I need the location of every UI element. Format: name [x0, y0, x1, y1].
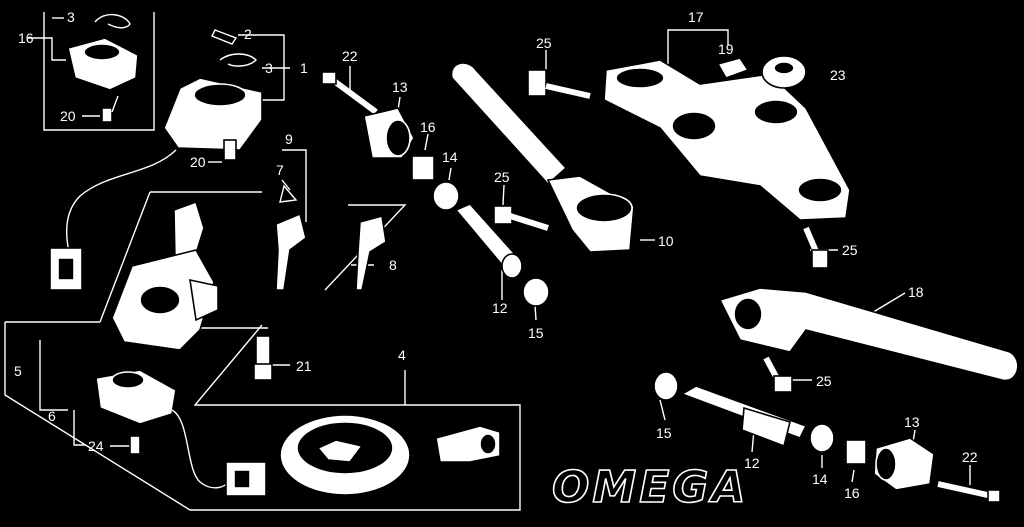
washer-19-part: [716, 57, 750, 79]
shaft-12b-part: [680, 385, 808, 448]
bolt-22-part: [321, 71, 378, 115]
callout-15b: 15: [656, 425, 672, 441]
callout-20b: 20: [190, 154, 206, 170]
callout-1: 1: [300, 60, 308, 76]
nut-15b-part: [653, 371, 679, 401]
nut-14b-part: [809, 423, 835, 453]
callout-24: 24: [88, 438, 104, 454]
callout-14a: 14: [442, 149, 458, 165]
plate-part: [211, 29, 257, 67]
screw-20b-part: [223, 139, 237, 161]
callout-15a: 15: [528, 325, 544, 341]
group-box-7: [43, 12, 155, 131]
callout-20a: 20: [60, 108, 76, 124]
screw-24-part: [129, 435, 141, 455]
nut-14-part: [432, 181, 460, 211]
callout-8: 7: [276, 162, 284, 178]
nut-23-part: [761, 55, 807, 89]
callout-11: 10: [658, 233, 674, 249]
screw-21-part: [253, 335, 273, 381]
collar-16b-part: [845, 439, 867, 465]
fuel-cap-part: [279, 414, 411, 496]
group-box-ignition: [4, 191, 521, 511]
callout-12b: 12: [744, 455, 760, 471]
brand-logo: OMEGA: [552, 462, 748, 513]
callout-19: 19: [718, 41, 734, 57]
collar-16-part: [411, 155, 435, 181]
ignition-switch-part: [49, 77, 263, 291]
callout-10: 9: [285, 131, 293, 147]
callout-2: 2: [244, 26, 252, 42]
callout-3a: 3: [67, 9, 75, 25]
top-triple-clamp-part: [603, 59, 851, 221]
handlebar-11-part: [450, 62, 635, 253]
callout-17: 18: [908, 284, 924, 300]
callout-13a: 13: [392, 79, 408, 95]
circlip-part: [94, 14, 131, 29]
handlebar-17-part: [718, 287, 1019, 382]
nut-15-part: [522, 277, 550, 307]
callout-7: 16: [18, 30, 34, 46]
screw-20-part: [101, 95, 119, 123]
shaft-12-part: [454, 203, 524, 279]
callout-22b: 22: [962, 449, 978, 465]
lock-cover-part: [67, 37, 139, 91]
callout-9: 8: [389, 257, 397, 273]
callout-25b: 25: [536, 35, 552, 51]
callout-18: 17: [688, 9, 704, 25]
cap-lock-part: [435, 425, 501, 463]
callout-25c: 25: [842, 242, 858, 258]
key-cylinder-part: [111, 200, 219, 351]
bolt-25a-part: [493, 205, 549, 231]
callout-25a: 25: [494, 169, 510, 185]
callout-12a: 12: [492, 300, 508, 316]
bar-end-13-part: [363, 107, 415, 159]
bolt-25b-part: [527, 69, 591, 99]
key-10-part: [275, 184, 307, 291]
key-9-part: [355, 214, 387, 291]
bolt-25d-part: [763, 356, 793, 393]
callout-labels: 3 16 20 2 3 1 20 9 7 8 22 13 16 14 25 12…: [14, 9, 978, 501]
callout-14b: 14: [812, 471, 828, 487]
callout-22a: 22: [342, 48, 358, 64]
seat-lock-part: [95, 369, 267, 497]
callout-16a: 16: [420, 119, 436, 135]
callout-3b: 3: [265, 60, 273, 76]
bolt-25c-part: [803, 226, 829, 269]
bolt-22b-part: [937, 481, 1001, 503]
callout-13b: 13: [904, 414, 920, 430]
callout-6: 6: [48, 408, 56, 424]
callout-4: 4: [398, 347, 406, 363]
group-box-9: [324, 204, 407, 291]
callout-25d: 25: [816, 373, 832, 389]
callout-23: 23: [830, 67, 846, 83]
bar-end-13b-part: [873, 437, 935, 491]
callout-5: 5: [14, 363, 22, 379]
callout-21: 21: [296, 358, 312, 374]
callout-16b: 16: [844, 485, 860, 501]
